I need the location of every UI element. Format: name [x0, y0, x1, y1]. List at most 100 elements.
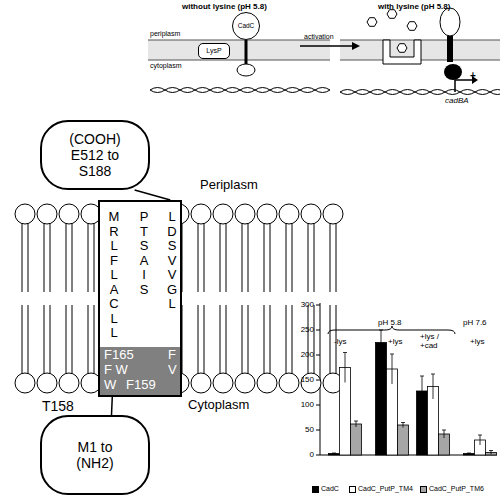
legend-swatch [349, 486, 356, 493]
text-label: periplasm [150, 30, 180, 38]
error-cap [379, 330, 383, 331]
axis-tick [316, 380, 320, 381]
legend-text: CadC [321, 485, 339, 493]
connector-line [135, 190, 171, 200]
error-cap [478, 435, 482, 436]
text-label: 100 [288, 400, 314, 409]
text-label: +lys [388, 337, 402, 346]
lipid-head [279, 373, 299, 393]
lysine-molecule [367, 18, 377, 27]
text-label: 250 [288, 325, 314, 334]
error-cap [332, 453, 336, 454]
text-label: 150 [288, 375, 314, 384]
lipid-head [191, 373, 211, 393]
legend-swatch [312, 486, 319, 493]
error-cap [467, 453, 471, 454]
lysine-molecule [397, 44, 407, 53]
node-text: F165 [104, 348, 134, 363]
lipid-tail [22, 305, 23, 375]
lipid-tail [198, 305, 199, 375]
text-label: +lys [470, 337, 484, 346]
text-label: cadBA [445, 96, 469, 105]
lipid-tail [72, 222, 73, 292]
bar [351, 424, 362, 455]
dna-strand [150, 88, 330, 93]
node-text: P T S A I S [138, 210, 150, 297]
lipid-head [59, 373, 79, 393]
cadc-oval: CadC [232, 12, 260, 40]
lipid-head [235, 204, 255, 224]
lipid-tail [198, 222, 199, 292]
lipid-tail [248, 305, 249, 375]
axis-tick [316, 355, 320, 356]
dna-strand [340, 90, 500, 95]
lipid-tail [292, 222, 293, 292]
lipid-tail [44, 305, 45, 375]
text-label: pH 7.6 [463, 318, 487, 327]
membrane-band [148, 40, 330, 60]
lipid-tail [242, 305, 243, 375]
error-bar [491, 451, 492, 455]
node-text: L D S V V G L [166, 210, 178, 312]
axis-tick [316, 430, 320, 431]
cadc-cytoplasmic-domain [237, 64, 255, 76]
lipid-tail [88, 222, 89, 292]
lipid-head [15, 373, 35, 393]
lipid-tail [314, 222, 315, 292]
error-bar [356, 421, 357, 427]
lipid-tail [220, 305, 221, 375]
lipid-tail [330, 305, 331, 375]
node-text: W [104, 378, 116, 393]
lipid-tail [28, 222, 29, 292]
lipid-tail [264, 222, 265, 292]
lipid-tail [308, 222, 309, 292]
lysp-transporter: LysP [198, 43, 230, 59]
text-label: +lys / +cad [420, 332, 450, 350]
error-cap [442, 430, 446, 431]
text-label: activation [304, 33, 334, 41]
lipid-tail [44, 222, 45, 292]
error-bar [345, 353, 346, 383]
lipid-head [37, 373, 57, 393]
lipid-tail [336, 222, 337, 292]
text-label: 200 [288, 350, 314, 359]
lipid-tail [204, 305, 205, 375]
lipid-tail [72, 305, 73, 375]
lipid-tail [22, 222, 23, 292]
text-label: Cytoplasm [188, 398, 249, 413]
lipid-tail [264, 305, 265, 375]
text-label: Periplasm [200, 178, 258, 193]
node-text: T158 [42, 398, 74, 414]
lipid-head [235, 373, 255, 393]
lipid-tail [286, 305, 287, 375]
cadc-stalk [245, 40, 248, 64]
lipid-tail [66, 222, 67, 292]
text-label: 300 [288, 300, 314, 309]
lipid-head [213, 204, 233, 224]
lipid-head [301, 204, 321, 224]
node-text: M1 to (NH2) [69, 439, 121, 471]
lysine-molecule [407, 22, 417, 31]
lipid-tail [292, 305, 293, 375]
lipid-head [213, 373, 233, 393]
dna-strand [150, 88, 330, 93]
legend-swatch [420, 486, 427, 493]
text-label: 0 [288, 450, 314, 459]
lipid-tail [314, 305, 315, 375]
node-text: F W [104, 363, 128, 378]
dna-strand [340, 90, 500, 95]
legend-text: CadC_PutP_TM6 [429, 485, 484, 493]
lipid-head [191, 204, 211, 224]
axis-tick [316, 455, 320, 456]
text-label: cytoplasm [150, 62, 182, 70]
lipid-head [323, 204, 343, 224]
legend-text: CadC_PutP_TM4 [358, 485, 413, 493]
error-cap [343, 352, 347, 353]
error-cap [420, 376, 424, 377]
error-cap [431, 374, 435, 375]
lipid-head [15, 204, 35, 224]
text-label: + [470, 70, 476, 82]
lipid-tail [286, 222, 287, 292]
lipid-tail [66, 305, 67, 375]
lipid-tail [226, 305, 227, 375]
